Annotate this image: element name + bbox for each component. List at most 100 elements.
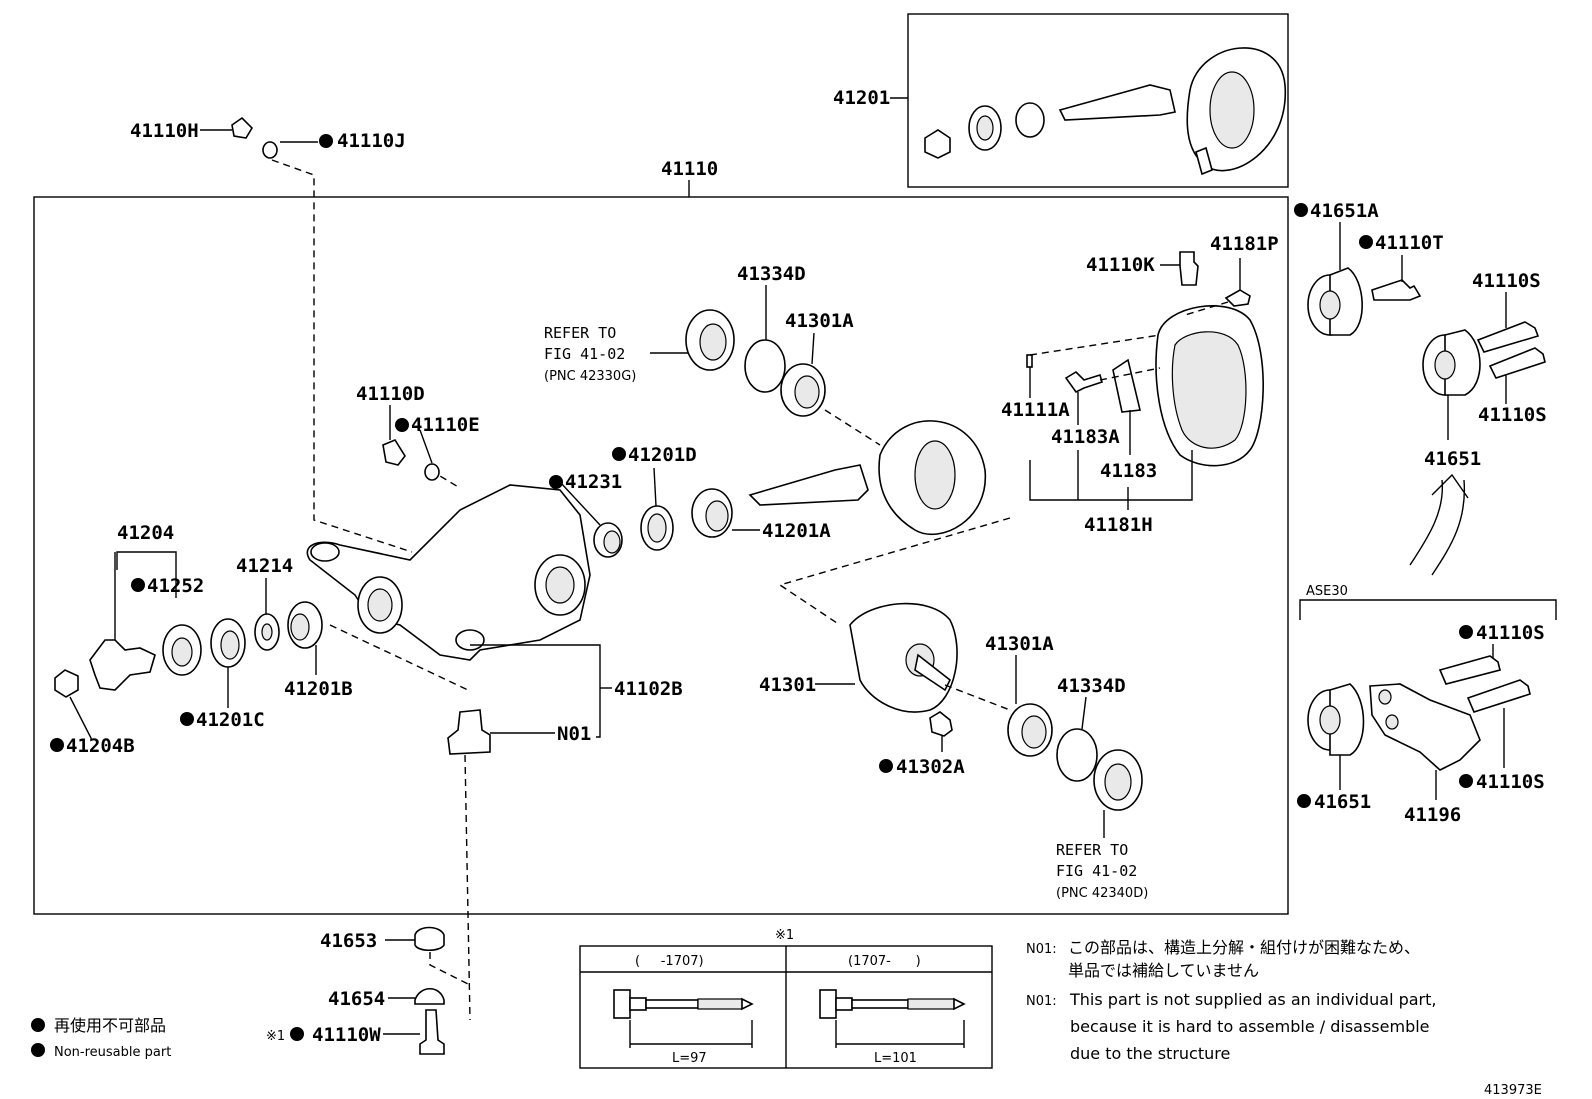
- label-41201: 41201: [833, 87, 890, 109]
- label-41201b: 41201B: [284, 678, 353, 700]
- oil-seal-41231[interactable]: [593, 522, 623, 558]
- rear-cover-41181h[interactable]: [1155, 305, 1264, 467]
- label-41183: 41183: [1100, 460, 1157, 482]
- bearing-41301a-top[interactable]: [780, 363, 826, 417]
- non-reusable-dot: [131, 578, 145, 592]
- cushion-41653[interactable]: [414, 926, 445, 952]
- snap-ring-41334d-top[interactable]: [744, 339, 786, 393]
- oil-seal-refer-top[interactable]: [685, 309, 735, 371]
- non-reusable-dot: [1459, 625, 1473, 639]
- label-41204b: 41204B: [66, 735, 135, 757]
- non-reusable-dot: [50, 738, 64, 752]
- note-n01-jp-line2: 単品では補給していません: [1068, 961, 1259, 980]
- label-41201a: 41201A: [762, 520, 831, 542]
- label-41110s-4: 41110S: [1476, 771, 1545, 793]
- non-reusable-dot: [879, 759, 893, 773]
- bolt-41110w[interactable]: [419, 1009, 445, 1055]
- label-41214: 41214: [236, 555, 293, 577]
- bolt-41302a[interactable]: [929, 711, 953, 737]
- insulator-n01[interactable]: [447, 709, 491, 755]
- label-41654: 41654: [328, 988, 385, 1010]
- bearing-41201a[interactable]: [691, 488, 733, 538]
- bolt-length-right: L=101: [874, 1051, 917, 1066]
- bolt-drawing-left: [613, 989, 754, 1048]
- legend-dot-en: [31, 1043, 45, 1057]
- label-ase30: ASE30: [1306, 584, 1348, 599]
- note-n01-en-line3: due to the structure: [1070, 1044, 1230, 1063]
- label-41110k: 41110K: [1086, 254, 1155, 276]
- refer-bottom-line2: FIG 41-02: [1056, 862, 1137, 880]
- pin-41111a[interactable]: [1026, 354, 1033, 368]
- bolt-41110s-1[interactable]: [1476, 321, 1540, 353]
- label-41110j: 41110J: [337, 130, 406, 152]
- cushion-41654[interactable]: [414, 987, 445, 1005]
- non-reusable-dot: [1459, 774, 1473, 788]
- bolt-41181p[interactable]: [1224, 289, 1251, 307]
- ring-gear[interactable]: [878, 420, 986, 536]
- label-41110h: 41110H: [130, 120, 199, 142]
- non-reusable-dot: [549, 475, 563, 489]
- bolt-41110s-3[interactable]: [1438, 655, 1501, 685]
- washer-41110j[interactable]: [262, 141, 278, 159]
- breather-41110k[interactable]: [1179, 251, 1199, 286]
- bracket-41196[interactable]: [1369, 683, 1481, 771]
- label-41111a: 41111A: [1001, 399, 1070, 421]
- label-41110s-2: 41110S: [1478, 404, 1547, 426]
- non-reusable-dot: [612, 447, 626, 461]
- label-41181p: 41181P: [1210, 233, 1279, 255]
- differential-case-41301[interactable]: [849, 602, 958, 713]
- damper-41651a[interactable]: [1307, 267, 1363, 336]
- bearing-41201c[interactable]: [210, 618, 246, 668]
- bolt-41110h[interactable]: [231, 116, 254, 139]
- label-41302a: 41302A: [896, 756, 965, 778]
- note-n01-en-line1: This part is not supplied as an individu…: [1069, 990, 1437, 1009]
- bolt-41110s-4[interactable]: [1466, 679, 1531, 713]
- bolt-41110s-2[interactable]: [1488, 347, 1546, 379]
- bearing-41201b[interactable]: [287, 601, 323, 649]
- bolt-length-table: ※1 ( -1707) (1707- ) L=97 L=101: [579, 928, 993, 1069]
- spacer-41214[interactable]: [254, 613, 280, 651]
- bolt-table-header-right: (1707- ): [848, 954, 921, 969]
- oil-seal-41252[interactable]: [162, 624, 202, 676]
- oil-seal-refer-bottom[interactable]: [1093, 749, 1143, 811]
- damper-41651-bottom[interactable]: [1307, 683, 1365, 756]
- plug-41110d[interactable]: [382, 439, 406, 466]
- non-reusable-dot: [290, 1027, 304, 1041]
- note-n01-en-line2: because it is hard to assemble / disasse…: [1070, 1017, 1430, 1036]
- gasket-41110e[interactable]: [424, 463, 440, 481]
- non-reusable-dot: [319, 134, 333, 148]
- nut-41204b[interactable]: [54, 669, 79, 698]
- non-reusable-dot: [1359, 235, 1373, 249]
- note-n01-en-code: N01:: [1026, 994, 1057, 1009]
- bolt-length-left: L=97: [672, 1051, 707, 1066]
- label-41201d: 41201D: [628, 444, 697, 466]
- label-41110s-1: 41110S: [1472, 270, 1541, 292]
- label-41651-top: 41651: [1424, 448, 1481, 470]
- refer-bottom-line3: (PNC 42340D): [1056, 886, 1148, 901]
- pinion-gear-set-top[interactable]: [924, 47, 1286, 176]
- label-41301a-bottom: 41301A: [985, 633, 1054, 655]
- refer-bottom-line1: REFER TO: [1056, 841, 1128, 859]
- companion-flange-41204[interactable]: [89, 639, 156, 691]
- label-41252: 41252: [147, 575, 204, 597]
- non-reusable-dot: [180, 712, 194, 726]
- legend-en: Non-reusable part: [54, 1045, 171, 1060]
- spacer-41201d[interactable]: [640, 505, 674, 551]
- differential-carrier-housing[interactable]: [306, 484, 591, 661]
- label-41110w-prefix: ※1: [266, 1029, 285, 1044]
- bolt-41110t[interactable]: [1371, 279, 1422, 301]
- refer-top-line2: FIG 41-02: [544, 345, 625, 363]
- damper-41651-top[interactable]: [1422, 329, 1481, 396]
- label-41102b: 41102B: [614, 678, 683, 700]
- drive-pinion[interactable]: [748, 464, 869, 506]
- figure-id: 413973E: [1484, 1083, 1542, 1098]
- gasket-41183[interactable]: [1112, 358, 1141, 413]
- bolt-41183a[interactable]: [1064, 370, 1103, 394]
- bearing-41301a-bottom[interactable]: [1007, 703, 1053, 757]
- non-reusable-dot: [1294, 203, 1308, 217]
- label-41301: 41301: [759, 674, 816, 696]
- label-41651-bottom: 41651: [1314, 791, 1371, 813]
- label-41110: 41110: [661, 158, 718, 180]
- label-41653: 41653: [320, 930, 377, 952]
- snap-ring-41334d-bottom[interactable]: [1056, 728, 1098, 782]
